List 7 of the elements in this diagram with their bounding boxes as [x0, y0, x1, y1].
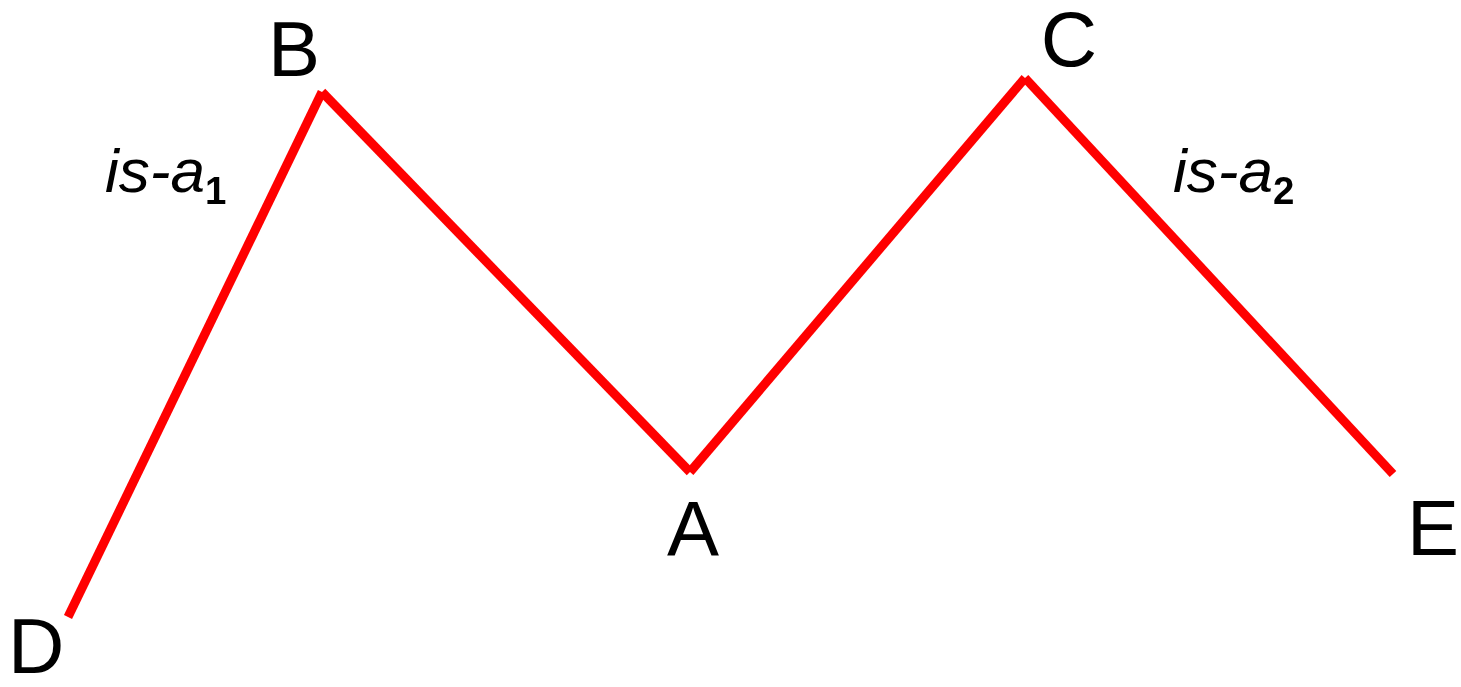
- node-label: E: [1406, 489, 1459, 567]
- node-label: B: [268, 10, 321, 88]
- node-label: D: [8, 607, 65, 685]
- node-label: C: [1040, 0, 1097, 78]
- edge-label: is-a$_{1}$: [105, 140, 227, 210]
- edge-label: is-a$_{2}$: [1173, 140, 1295, 210]
- node-label: A: [667, 490, 719, 568]
